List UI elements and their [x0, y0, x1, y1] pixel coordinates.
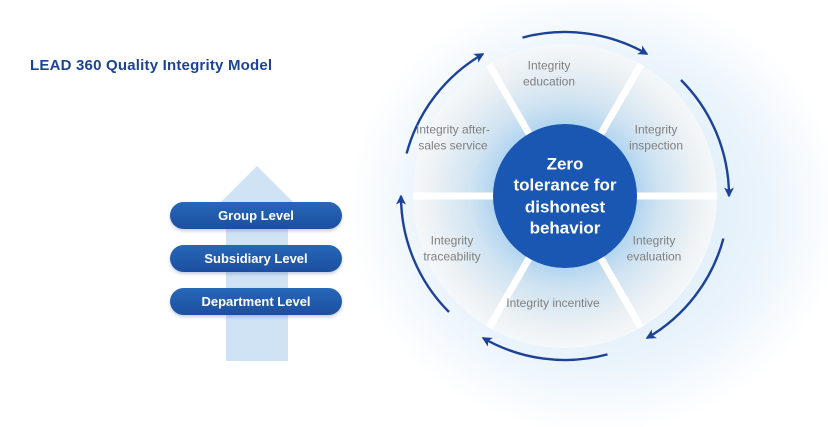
- segment-label-traceability: Integrity traceability: [423, 233, 481, 263]
- center-slogan-line: Zero: [546, 154, 584, 174]
- wheel-graphic: [395, 30, 735, 362]
- center-circle: [493, 124, 637, 268]
- segment-label-inspection: Integrity inspection: [628, 122, 684, 152]
- center-slogan: Zero tolerance for dishonest behavior: [499, 154, 631, 239]
- segment-label-education: Integrity education: [522, 58, 576, 88]
- segment-label-incentive: Integrity incentive: [506, 296, 600, 311]
- level-pill-group: Group Level: [170, 202, 342, 229]
- integrity-wheel: Integrity education Integrity inspection…: [365, 0, 765, 396]
- center-slogan-line: behavior: [529, 218, 601, 238]
- page-title: LEAD 360 Quality Integrity Model: [30, 57, 273, 74]
- cycle-arrows-icon: [395, 30, 735, 362]
- center-slogan-line: tolerance for: [513, 175, 617, 195]
- level-pill-subsidiary: Subsidiary Level: [170, 245, 342, 272]
- segment-label-evaluation: Integrity evaluation: [626, 233, 682, 263]
- segment-label-after-sales: Integrity after-sales service: [415, 122, 491, 152]
- center-slogan-line: dishonest: [524, 197, 606, 216]
- level-pill-department: Department Level: [170, 288, 342, 315]
